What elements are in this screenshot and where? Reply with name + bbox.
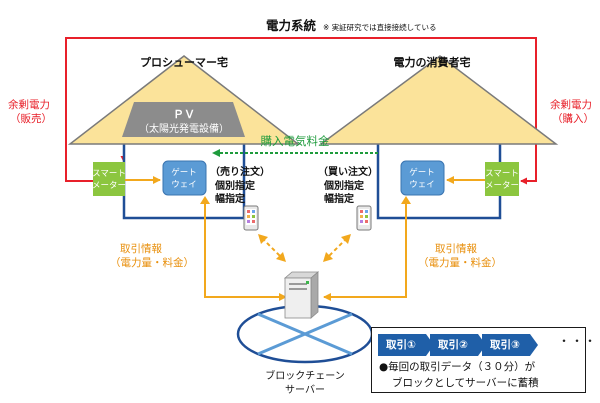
pv-label: ＰＶ (173, 108, 195, 121)
left-order-arrow (258, 234, 286, 262)
consumer-gateway-line1: ゲート (409, 167, 435, 178)
right-trade-flow (323, 200, 407, 301)
left-trade-flow (204, 200, 287, 301)
trade-info-left-line2: （電力量・料金） (110, 256, 194, 269)
surplus-buy-line1: 余剰電力 (550, 98, 592, 111)
block-2: 取引② (430, 334, 486, 356)
server-label-line2: サーバー (285, 384, 325, 396)
prosumer-meter-line1: スマート (92, 169, 126, 179)
server-label-line1: ブロックチェーン (265, 369, 345, 382)
trade-info-left-line1: 取引情報 (120, 242, 162, 255)
consumer-meter-line1: スマート (485, 169, 519, 179)
pv-sublabel: （太陽光発電設備） (139, 122, 229, 135)
chain-note-line2: ブロックとしてサーバーに蓄積 (392, 377, 539, 389)
prosumer-title: プロシューマー宅 (140, 55, 228, 69)
block-3: 取引③ (482, 334, 538, 356)
chain-legend: 取引① 取引② 取引③ ・・・ ●毎回の取引データ（３０分）が ブロックとしてサ… (371, 327, 596, 393)
consumer-smart-meter (485, 162, 519, 196)
block-2-label: 取引② (438, 339, 468, 351)
chain-note: ●毎回の取引データ（３０分）が ブロックとしてサーバーに蓄積 (379, 359, 539, 391)
pv-panel (122, 102, 245, 137)
consumer-roof (318, 55, 559, 145)
server-icon (283, 271, 320, 319)
blockchain-network (236, 304, 374, 364)
grid-note: ※ 実証研究では直接接続している (323, 22, 436, 32)
prosumer-smart-meter (93, 162, 125, 196)
sell-order-line2: 個別指定 (214, 179, 255, 192)
surplus-buy-line2: （購入） (552, 112, 594, 125)
block-3-label: 取引③ (490, 339, 520, 351)
block-1-label: 取引① (386, 339, 416, 351)
surplus-sell-line2: （販売） (10, 112, 52, 125)
grid-title: 電力系統 (266, 18, 317, 33)
prosumer-gateway-line1: ゲート (171, 167, 197, 178)
prosumer-gateway-line2: ウェイ (171, 180, 197, 190)
buy-order-line3: 幅指定 (324, 192, 354, 205)
buy-order-line2: 個別指定 (323, 179, 364, 192)
chain-ellipsis: ・・・ (558, 334, 598, 348)
block-chain: 取引① 取引② 取引③ (378, 334, 538, 356)
trade-info-right-line2: （電力量・料金） (418, 256, 502, 269)
consumer-gateway-line2: ウェイ (409, 180, 435, 190)
prosumer-meter-line2: メーター (92, 181, 126, 191)
surplus-sell-line1: 余剰電力 (8, 98, 50, 111)
trade-info-right-line1: 取引情報 (435, 242, 477, 255)
chain-note-line1: ●毎回の取引データ（３０分）が (379, 361, 536, 373)
prosumer-roof (67, 55, 301, 145)
right-order-arrow (323, 234, 351, 262)
right-smartphone-icon (356, 205, 372, 231)
block-1: 取引① (378, 334, 434, 356)
consumer-meter-line2: メーター (485, 181, 519, 191)
sell-order-line1: （売り注文） (210, 165, 270, 178)
sell-order-line3: 幅指定 (215, 192, 245, 205)
payment-label: 購入電気料金 (261, 134, 330, 148)
left-smartphone-icon (243, 205, 259, 231)
consumer-gateway (400, 160, 445, 196)
consumer-title: 電力の消費者宅 (394, 55, 471, 69)
buy-order-line1: （買い注文） (318, 165, 378, 178)
prosumer-gateway (162, 160, 207, 196)
